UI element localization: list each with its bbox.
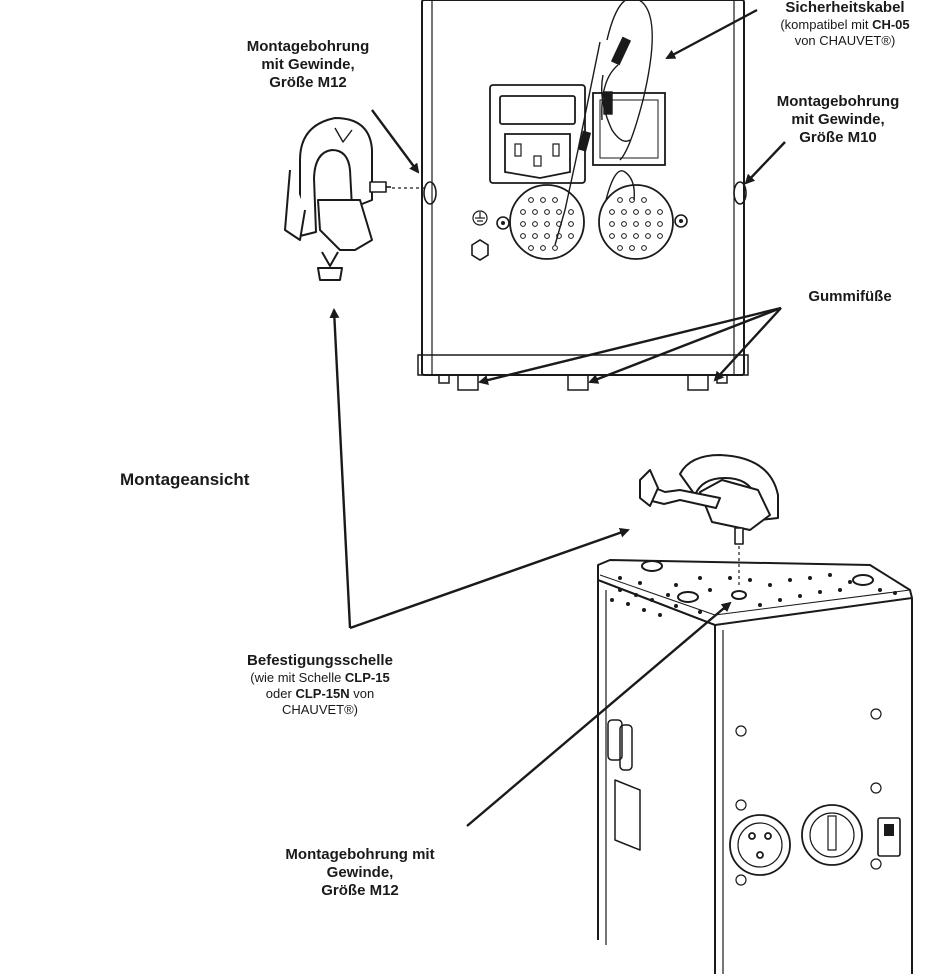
clamp-line2: (wie mit Schelle CLP-15 — [250, 670, 390, 685]
xlr-connector-icon — [729, 804, 863, 876]
label-mount-m12-top: Montagebohrung mit Gewinde, Größe M12 — [246, 38, 370, 91]
safety-cable — [554, 0, 653, 246]
arrow-foot-3 — [713, 307, 782, 382]
safety-cable-line3: von CHAUVET®) — [794, 33, 896, 48]
arrow-safety-cable — [665, 8, 758, 60]
connector-right — [598, 184, 674, 260]
label-mount-m10: Montagebohrung mit Gewinde, Größe M10 — [776, 93, 900, 146]
mount-hole-right — [733, 181, 747, 205]
clamp-icon-bottom — [639, 454, 779, 545]
hex-bolt — [471, 239, 489, 261]
page-title: Montageansicht — [120, 470, 250, 489]
power-inlet-icon — [489, 84, 586, 184]
safety-cable-heading: Sicherheitskabel — [785, 0, 905, 16]
screws — [735, 708, 882, 886]
clamp-icon — [284, 117, 391, 281]
clamp-line4: CHAUVET®) — [281, 702, 359, 717]
label-safety-cable: Sicherheitskabel (kompatibel mit CH-05 v… — [745, 0, 942, 49]
arrow-mount-m10 — [744, 141, 786, 185]
safety-cable-line2: (kompatibel mit CH-05 — [780, 17, 910, 32]
connector-left — [509, 184, 585, 260]
arrow-foot-1 — [478, 306, 782, 385]
label-rubber-feet: Gummifüße — [808, 288, 892, 305]
callout-arrows — [329, 8, 786, 827]
arrow-clamp-bottom — [349, 527, 630, 630]
clamp-heading: Befestigungsschelle — [247, 652, 393, 669]
arrow-clamp-top — [329, 308, 352, 629]
ground-symbol-icon — [472, 210, 488, 226]
arrow-mount-m12-top — [371, 109, 420, 174]
label-clamp: Befestigungsschelle (wie mit Schelle CLP… — [205, 652, 435, 718]
fixture-rear-view — [417, 0, 749, 391]
rubber-feet — [438, 374, 728, 391]
mount-hole-left — [423, 181, 437, 205]
connector-pin-grid — [520, 197, 663, 251]
arrow-foot-2 — [588, 306, 782, 384]
fixture-iso-view — [597, 559, 913, 974]
arrow-mount-m12-bottom — [466, 601, 732, 827]
label-mount-m12-bottom: Montagebohrung mit Gewinde, Größe M12 — [285, 846, 435, 899]
switch-plate — [592, 92, 666, 166]
clamp-line3: oder CLP-15N von — [265, 686, 375, 701]
